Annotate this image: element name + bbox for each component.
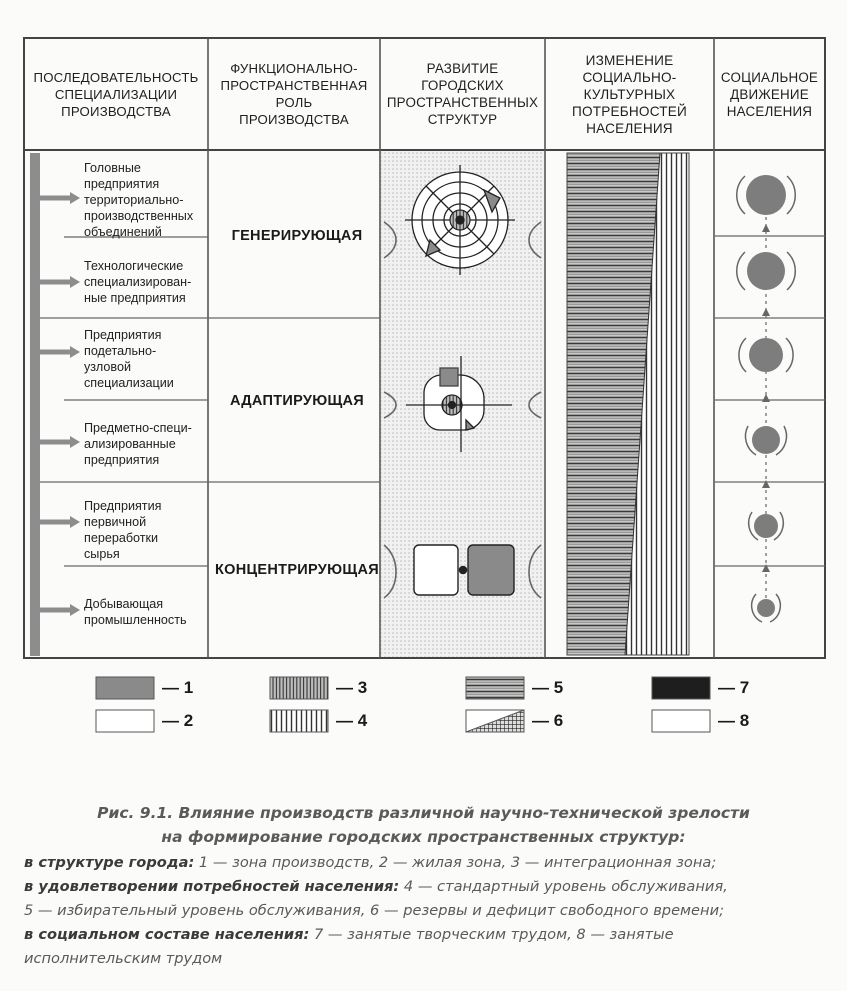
stage-label-head-enterprises: Головные предприятия территориально- про…: [84, 161, 194, 239]
caption-text-needs-cont: 5 — избирательный уровень обслуживания, …: [24, 902, 724, 919]
role-adapting: АДАПТИРУЮЩАЯ: [229, 393, 365, 409]
caption-label-needs: в удовлетворении потребностей населения:: [24, 878, 400, 895]
header-specialization-sequence: ПОСЛЕДОВАТЕЛЬНОСТЬ СПЕЦИАЛИЗАЦИИ ПРОИЗВО…: [33, 69, 199, 119]
header-functional-role: ФУНКЦИОНАЛЬНО- ПРОСТРАНСТВЕННАЯ РОЛЬ ПРО…: [220, 61, 368, 127]
needs-chart: [566, 152, 690, 656]
social-movement-chart: [736, 175, 796, 623]
header-needs-change: ИЗМЕНЕНИЕ СОЦИАЛЬНО- КУЛЬТУРНЫХ ПОТРЕБНО…: [572, 52, 687, 136]
legend-label-1: — 1: [162, 678, 194, 697]
legend-swatch-6: [465, 709, 525, 733]
legend-swatches: [95, 676, 711, 733]
legend-label-2: — 2: [162, 711, 194, 730]
caption-text-social: 7 — занятые творческим трудом, 8 — занят…: [309, 926, 674, 943]
legend-swatch-8: [651, 709, 711, 733]
city-structure-concentrating: [413, 544, 515, 596]
role-concentrating: КОНЦЕНТРИРУЮЩАЯ: [215, 562, 379, 578]
stage-label-detail-specialization: Предприятия подетально- узловой специали…: [84, 328, 174, 390]
caption-title-line2: на формирование городских пространственн…: [161, 828, 686, 846]
table-frame: [23, 37, 826, 659]
legend-label-8: — 8: [718, 711, 750, 730]
legend-swatch-7: [651, 676, 711, 700]
legend-swatch-5: [465, 676, 525, 700]
legend-label-7: — 7: [718, 678, 750, 697]
caption-label-structure: в структуре города:: [24, 854, 195, 871]
city-structure-adapting: [406, 356, 512, 452]
caption-label-social: в социальном составе населения:: [24, 926, 310, 943]
stage-label-tech-specialized: Технологические специализирован- ные пре…: [84, 259, 192, 305]
caption-paragraph-needs: в удовлетворении потребностей населения:…: [24, 876, 728, 898]
legend-label-4: — 4: [336, 711, 368, 730]
role-generating: ГЕНЕРИРУЮЩАЯ: [231, 228, 363, 244]
legend-swatch-3: [269, 676, 329, 700]
legend-label-6: — 6: [532, 711, 564, 730]
header-social-movement: СОЦИАЛЬНОЕ ДВИЖЕНИЕ НАСЕЛЕНИЯ: [720, 69, 819, 119]
stage-label-subject-specialized: Предметно-специ- ализированные предприят…: [84, 421, 192, 467]
header-city-structures: РАЗВИТИЕ ГОРОДСКИХ ПРОСТРАНСТВЕННЫХ СТРУ…: [386, 61, 539, 127]
legend-swatch-1: [95, 676, 155, 700]
legend-swatch-2: [95, 709, 155, 733]
caption-paragraph-social: в социальном составе населения: 7 — заня…: [24, 924, 674, 946]
caption-title-line1: Рис. 9.1. Влияние производств различной …: [97, 804, 750, 822]
stage-label-primary-processing: Предприятия первичной переработки сырья: [84, 499, 162, 561]
caption-paragraph-structure: в структуре города: 1 — зона производств…: [24, 852, 716, 874]
city-structure-generating: [405, 165, 515, 275]
legend-label-3: — 3: [336, 678, 368, 697]
legend-label-5: — 5: [532, 678, 564, 697]
caption-text-structure: 1 — зона производств, 2 — жилая зона, 3 …: [194, 854, 717, 871]
caption-text-needs: 4 — стандартный уровень обслуживания,: [399, 878, 728, 895]
production-trunk: [30, 153, 40, 656]
stage-label-extractive-industry: Добывающая промышленность: [84, 597, 187, 627]
legend-swatch-4: [269, 709, 329, 733]
caption-text-social-cont: исполнительским трудом: [24, 950, 223, 967]
